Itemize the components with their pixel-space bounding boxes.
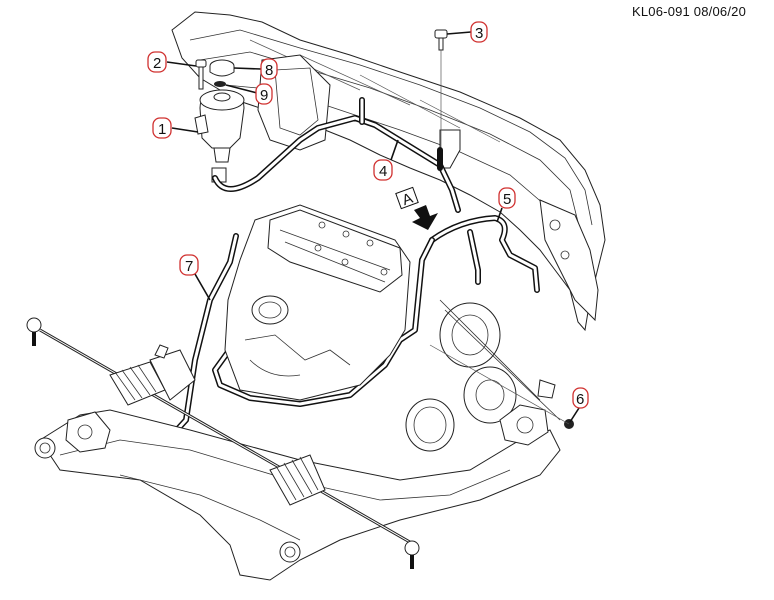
view-a-marker: A xyxy=(395,186,438,230)
svg-text:3: 3 xyxy=(475,25,483,42)
pressure-hose xyxy=(429,215,540,293)
callout-3: 3 xyxy=(446,21,488,43)
reservoir-cap xyxy=(209,59,235,77)
callout-1: 1 xyxy=(152,117,199,139)
reservoir xyxy=(194,89,245,183)
svg-text:4: 4 xyxy=(379,163,387,180)
callout-9: 9 xyxy=(225,83,273,105)
pressure-line xyxy=(212,237,435,407)
svg-text:9: 9 xyxy=(260,87,268,104)
steering-gear-hose xyxy=(172,233,239,435)
callout-7: 7 xyxy=(179,254,211,301)
return-hose xyxy=(212,97,461,213)
svg-text:7: 7 xyxy=(185,258,193,275)
svg-text:8: 8 xyxy=(265,62,273,79)
callout-5: 5 xyxy=(496,187,516,223)
engine xyxy=(224,204,411,401)
svg-text:2: 2 xyxy=(153,55,161,72)
callout-2: 2 xyxy=(147,51,197,73)
reservoir-bolt xyxy=(195,59,207,90)
svg-text:5: 5 xyxy=(503,191,511,208)
bracket-bolt xyxy=(434,29,448,150)
document-id-label: KL06-091 08/06/20 xyxy=(632,4,746,19)
svg-text:6: 6 xyxy=(576,391,584,408)
callout-4: 4 xyxy=(373,139,399,181)
svg-text:1: 1 xyxy=(158,121,166,138)
pump-pulleys xyxy=(405,299,561,452)
steering-rack xyxy=(26,317,420,569)
callout-8: 8 xyxy=(233,58,278,80)
nut xyxy=(429,344,574,429)
callout-6: 6 xyxy=(569,387,589,423)
cap-seal xyxy=(214,81,226,87)
radiator-support xyxy=(171,11,606,332)
